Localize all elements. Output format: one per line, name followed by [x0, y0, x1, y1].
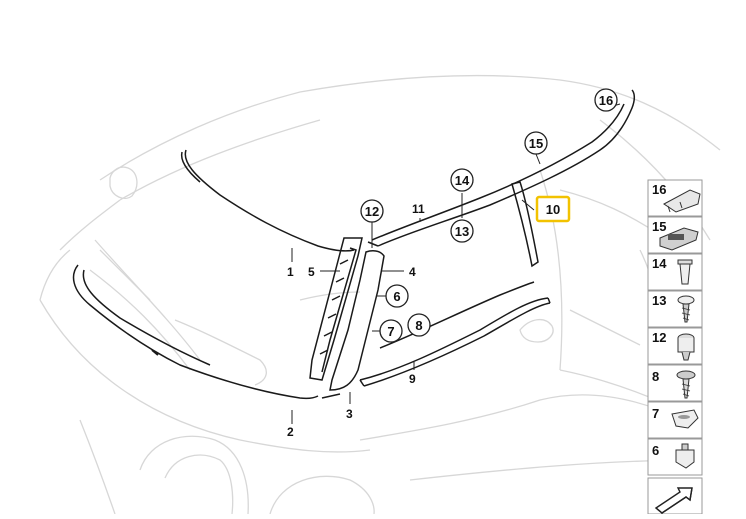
- legend-item-8: 8: [647, 364, 703, 402]
- svg-text:10: 10: [546, 202, 560, 217]
- callout-7: 7: [379, 319, 403, 343]
- screw-13-icon: [677, 295, 695, 323]
- svg-text:7: 7: [652, 406, 659, 421]
- car-body-outline: [39, 74, 721, 515]
- cowl-strip-inner: [82, 269, 211, 366]
- pillar-cover: [329, 250, 385, 391]
- legend-item-14: 14: [647, 253, 703, 291]
- svg-text:14: 14: [455, 173, 470, 188]
- callout-5: 5: [308, 265, 315, 279]
- trim-clip-15-icon: [659, 227, 699, 251]
- legend-item-15: 15: [647, 216, 703, 254]
- callout-12: 12: [360, 199, 384, 223]
- callout-1: 1: [287, 265, 294, 279]
- legend-item-13: 13: [647, 290, 703, 328]
- callout-13: 13: [450, 219, 474, 243]
- svg-text:15: 15: [529, 136, 543, 151]
- svg-text:12: 12: [365, 204, 379, 219]
- svg-text:16: 16: [599, 93, 613, 108]
- b-pillar-strip: [511, 181, 539, 268]
- door-sill-strip-inner: [363, 302, 551, 387]
- svg-text:7: 7: [387, 324, 394, 339]
- cowl-strip: [72, 264, 319, 400]
- clip-nut-6-icon: [675, 443, 695, 469]
- a-pillar-trim: [309, 237, 363, 381]
- callout-3: 3: [346, 407, 353, 421]
- svg-text:6: 6: [393, 289, 400, 304]
- leader-lines: [291, 103, 621, 424]
- expanding-nut-12-icon: [677, 333, 695, 361]
- svg-text:13: 13: [455, 224, 469, 239]
- callout-2: 2: [287, 425, 294, 439]
- svg-text:13: 13: [652, 293, 666, 308]
- legend-item-7: 7: [647, 401, 703, 439]
- callout-14: 14: [450, 168, 474, 192]
- door-sill-strip-end: [359, 297, 551, 387]
- roof-moulding: [377, 89, 636, 247]
- trim-clip-16-icon: [663, 189, 701, 213]
- callout-15: 15: [524, 131, 548, 155]
- a-pillar-trim-inner: [321, 247, 357, 373]
- cowl-strip-end: [321, 393, 341, 399]
- roof-moulding-tip: [367, 241, 379, 247]
- callout-4: 4: [409, 265, 416, 279]
- fastener-legend: 16 15 14 13: [647, 179, 703, 515]
- svg-text:16: 16: [652, 182, 666, 197]
- svg-text:15: 15: [652, 219, 666, 234]
- roof-moulding-inner: [371, 103, 625, 241]
- callout-8: 8: [407, 313, 431, 337]
- svg-text:8: 8: [652, 369, 659, 384]
- a-pillar-trim-ribs: [319, 259, 349, 355]
- windscreen-seal-inner: [180, 151, 201, 183]
- legend-item-6: 6: [647, 438, 703, 476]
- door-sill-strip: [359, 297, 549, 381]
- svg-text:12: 12: [652, 330, 666, 345]
- belt-moulding: [379, 281, 535, 349]
- callout-9: 9: [409, 372, 416, 386]
- legend-item-16: 16: [647, 179, 703, 217]
- callout-16: 16: [594, 88, 618, 112]
- legend-item-12: 12: [647, 327, 703, 365]
- next-page-arrow-icon: [647, 477, 703, 515]
- callout-10-highlighted: 10: [535, 195, 571, 223]
- svg-text:8: 8: [415, 318, 422, 333]
- screw-8-icon: [676, 370, 696, 399]
- svg-text:14: 14: [652, 256, 667, 271]
- push-rivet-14-icon: [677, 259, 693, 285]
- grommet-7-icon: [671, 409, 699, 429]
- windscreen-seal: [184, 149, 355, 252]
- callout-11: 11: [412, 202, 425, 216]
- svg-text:6: 6: [652, 443, 659, 458]
- callout-6: 6: [385, 284, 409, 308]
